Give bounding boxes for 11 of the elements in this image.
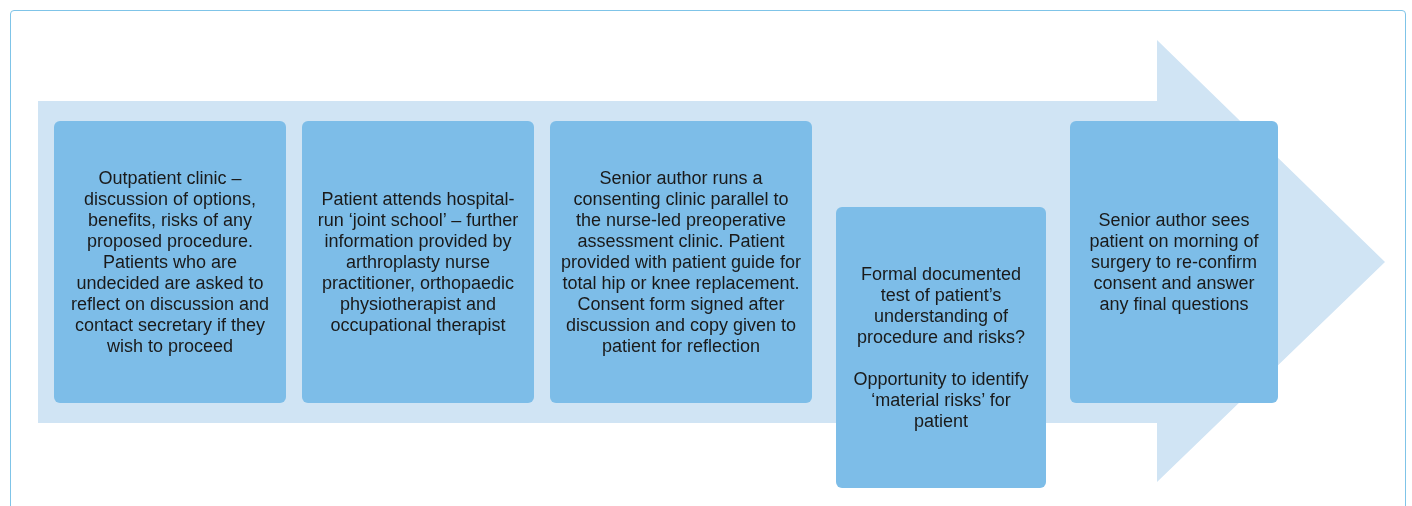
box-text: Formal documented test of patient’s understanding of procedure and risks?	[855, 263, 1027, 348]
process-box	[54, 121, 286, 403]
box-text: Opportunity to identify ‘material risks’ for patient	[852, 368, 1030, 432]
box-text: Senior author sees patient on morning of surgery to re-confirm consent and answer any final questions	[1088, 209, 1260, 315]
process-box	[302, 121, 534, 403]
process-box	[1070, 121, 1278, 403]
process-box	[836, 207, 1046, 488]
process-box	[550, 121, 812, 403]
box-text: Senior author runs a consenting clinic parallel to the nurse-led preoperative assessment clinic. Patient provided with patient guide for total hip or knee replacement. Consent form signed after discussion and copy given to patient for reflection	[560, 167, 802, 357]
box-text: Patient attends hospital-run ‘joint school’ – further information provided by arthroplasty nurse practitioner, orthopaedic physiotherapist and occupational therapist	[316, 188, 520, 336]
box-text: Outpatient clinic – discussion of options, benefits, risks of any proposed procedure. Patients who are undecided are asked to reflect on discussion and contact secretary if they wish to proceed	[69, 167, 271, 357]
